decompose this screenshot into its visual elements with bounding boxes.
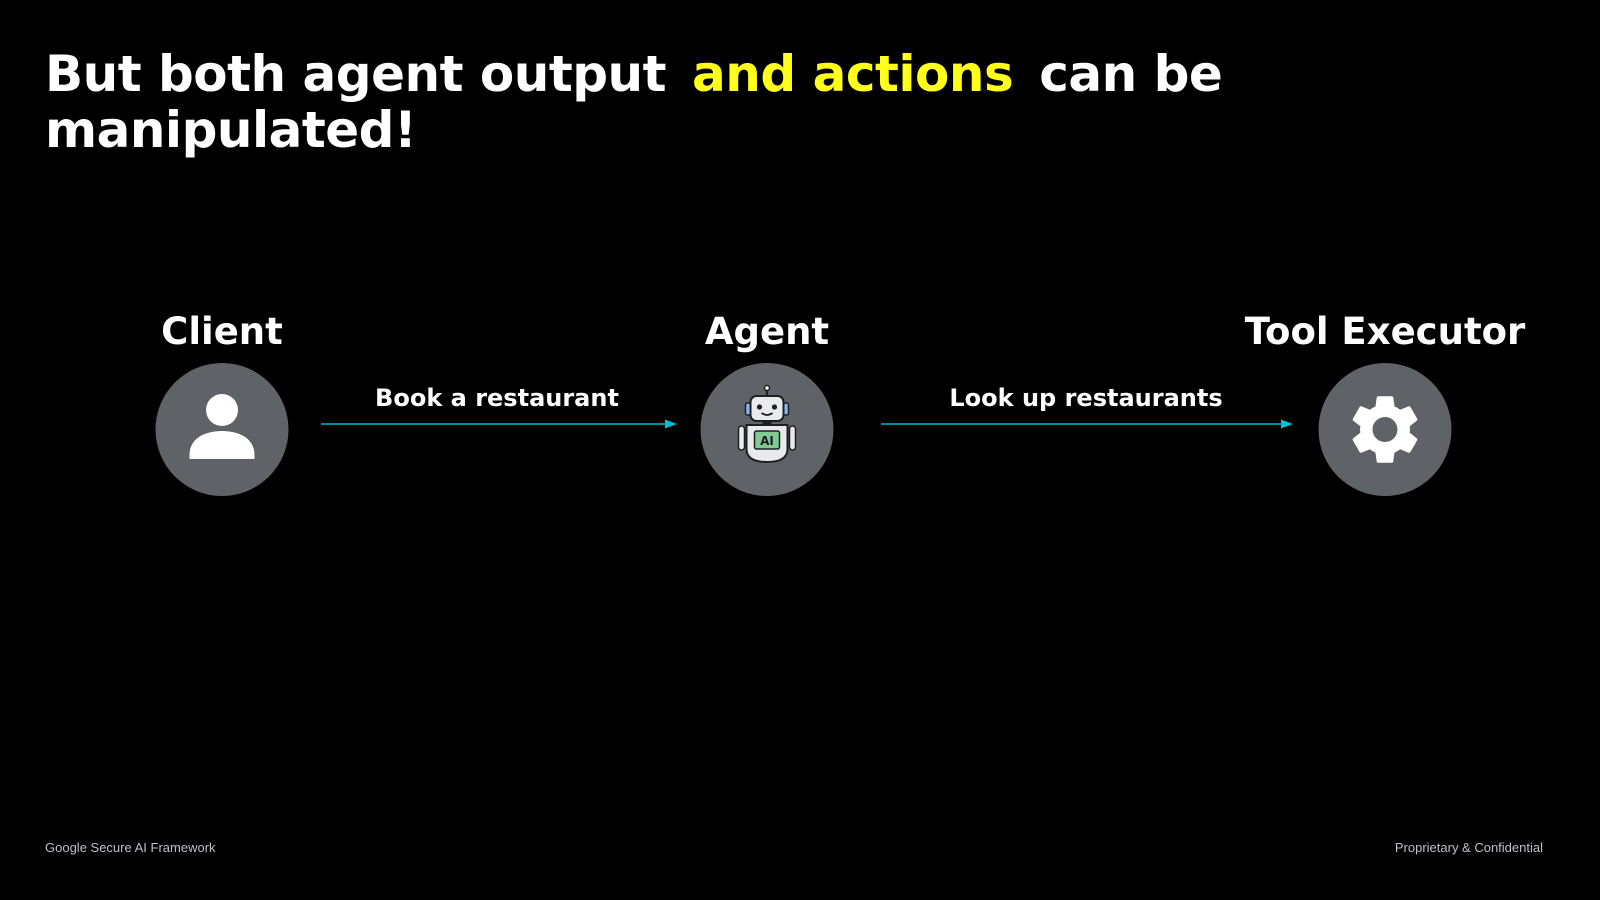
arrow-agent-to-tool-executor bbox=[881, 418, 1293, 430]
arrow-client-to-agent bbox=[321, 418, 677, 430]
footer-framework-name: Google Secure AI Framework bbox=[45, 840, 216, 855]
slide-title: But both agent output and actions can be ma… bbox=[45, 46, 1345, 158]
gear-icon bbox=[1352, 396, 1418, 463]
footer-confidentiality: Proprietary & Confidential bbox=[1394, 840, 1543, 855]
edge-label-book-a-restaurant: Book a restaurant bbox=[375, 384, 619, 412]
robot-ai-icon: AI bbox=[737, 384, 797, 464]
person-icon bbox=[189, 394, 255, 459]
agent-node: AI bbox=[700, 363, 834, 496]
client-node bbox=[155, 363, 289, 496]
node-label-agent: Agent bbox=[704, 310, 830, 353]
title-part-1: But both agent output bbox=[45, 45, 667, 103]
node-label-client: Client bbox=[161, 310, 283, 353]
title-part-2: can be bbox=[1039, 45, 1223, 103]
node-label-tool-executor: Tool Executor bbox=[1244, 310, 1526, 353]
title-part-3: manipulated! bbox=[45, 101, 417, 159]
edge-label-look-up-restaurants: Look up restaurants bbox=[949, 384, 1223, 412]
tool-executor-node bbox=[1318, 363, 1452, 496]
robot-badge-text: AI bbox=[760, 434, 774, 448]
title-highlight: and actions bbox=[692, 45, 1014, 103]
